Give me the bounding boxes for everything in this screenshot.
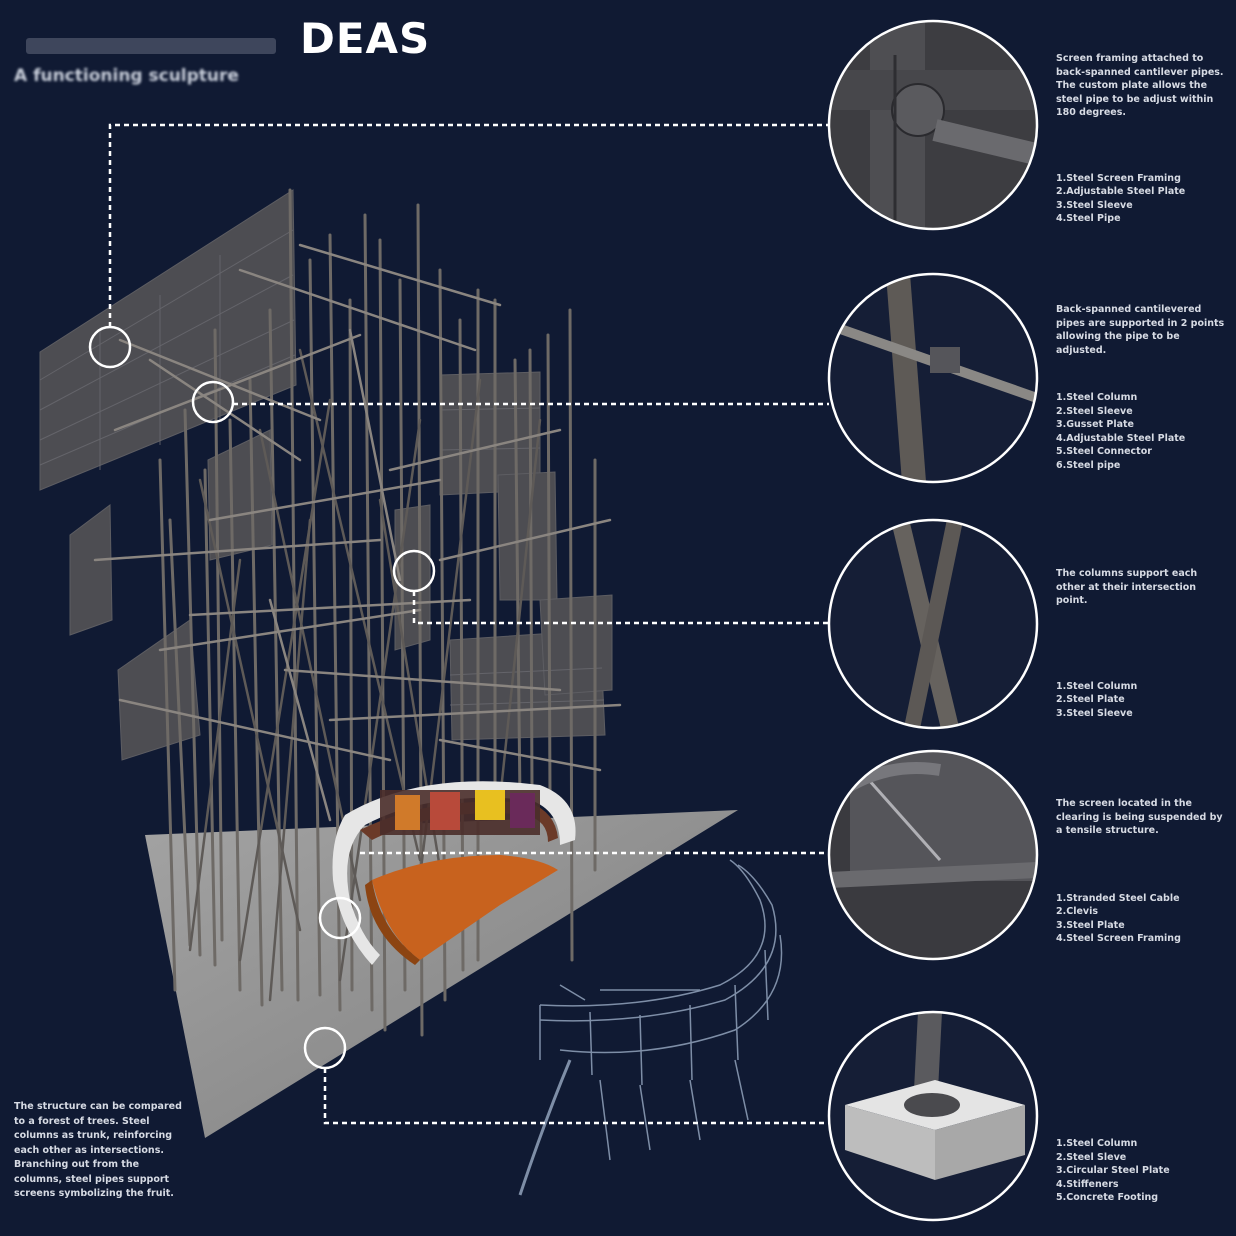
detail-part: 4.Steel Pipe	[1056, 213, 1121, 224]
detail-part: 2.Steel Plate	[1056, 694, 1125, 705]
ground-plane	[145, 810, 738, 1138]
detail-note-footing: 1.Steel Column 2.Steel Sleve 3.Circular …	[1056, 1137, 1228, 1205]
detail-description: The screen located in the clearing is be…	[1056, 798, 1223, 836]
detail-part: 3.Steel Sleeve	[1056, 707, 1133, 719]
detail-part: 4.Adjustable Steel Plate	[1056, 432, 1186, 444]
detail-description: Screen framing attached to back-spanned …	[1056, 53, 1224, 118]
detail-part: 2.Clevis	[1056, 906, 1098, 917]
detail-part: 3.Circular Steel Plate	[1056, 1165, 1170, 1176]
detail-parts-list: 1.Steel Column 2.Steel Sleeve 3.Gusset P…	[1056, 391, 1228, 472]
page-title: DEAS	[300, 14, 431, 63]
leader-lines	[108, 123, 829, 1125]
detail-note-screen-framing: Screen framing attached to back-spanned …	[1056, 52, 1228, 226]
detail-part: 6.Steel pipe	[1056, 459, 1121, 471]
detail-part: 1.Stranded Steel Cable	[1056, 892, 1180, 904]
detail-note-cantilever-pipes: Back-spanned cantilevered pipes are supp…	[1056, 303, 1228, 472]
detail-note-suspended-screen: The screen located in the clearing is be…	[1056, 797, 1228, 946]
detail-part: 2.Adjustable Steel Plate	[1056, 186, 1186, 197]
detail-circle-suspended-screen	[827, 749, 1039, 961]
detail-circle-cantilever-pipes	[827, 272, 1039, 484]
detail-part: 1.Steel Screen Framing	[1056, 172, 1181, 184]
detail-note-column-intersection: The columns support each other at their …	[1056, 567, 1228, 720]
detail-description: The columns support each other at their …	[1056, 568, 1198, 606]
detail-part: 3.Steel Sleeve	[1056, 199, 1133, 211]
detail-circle-footing	[827, 1010, 1039, 1222]
detail-parts-list: 1.Steel Screen Framing 2.Adjustable Stee…	[1056, 172, 1228, 226]
detail-part: 5.Steel Connector	[1056, 446, 1152, 457]
detail-part: 2.Steel Sleve	[1056, 1151, 1127, 1163]
detail-parts-list: 1.Steel Column 2.Steel Plate 3.Steel Sle…	[1056, 680, 1228, 721]
detail-parts-list: 1.Stranded Steel Cable 2.Clevis 3.Steel …	[1056, 892, 1228, 946]
detail-part: 1.Steel Column	[1056, 680, 1138, 692]
detail-part: 1.Steel Column	[1056, 1138, 1138, 1149]
title-prefix-blur	[26, 38, 276, 54]
detail-part: 4.Steel Screen Framing	[1056, 933, 1181, 944]
screen-panels	[39, 189, 613, 761]
detail-part: 3.Gusset Plate	[1056, 419, 1134, 430]
page-subtitle: A functioning sculpture	[14, 66, 239, 86]
detail-parts-list: 1.Steel Column 2.Steel Sleve 3.Circular …	[1056, 1137, 1228, 1205]
clearing-stage	[332, 781, 576, 965]
detail-description: Back-spanned cantilevered pipes are supp…	[1056, 304, 1225, 356]
detail-part: 2.Steel Sleeve	[1056, 405, 1133, 417]
detail-circle-column-intersection	[827, 518, 1039, 730]
detail-circle-screen-framing	[827, 19, 1039, 231]
detail-part: 1.Steel Column	[1056, 392, 1138, 403]
detail-part: 4.Stiffeners	[1056, 1178, 1119, 1190]
detail-part: 3.Steel Plate	[1056, 919, 1125, 931]
detail-part: 5.Concrete Footing	[1056, 1192, 1159, 1203]
structure-caption: The structure can be compared to a fores…	[14, 1101, 182, 1199]
cantilever-pipes	[93, 243, 622, 822]
